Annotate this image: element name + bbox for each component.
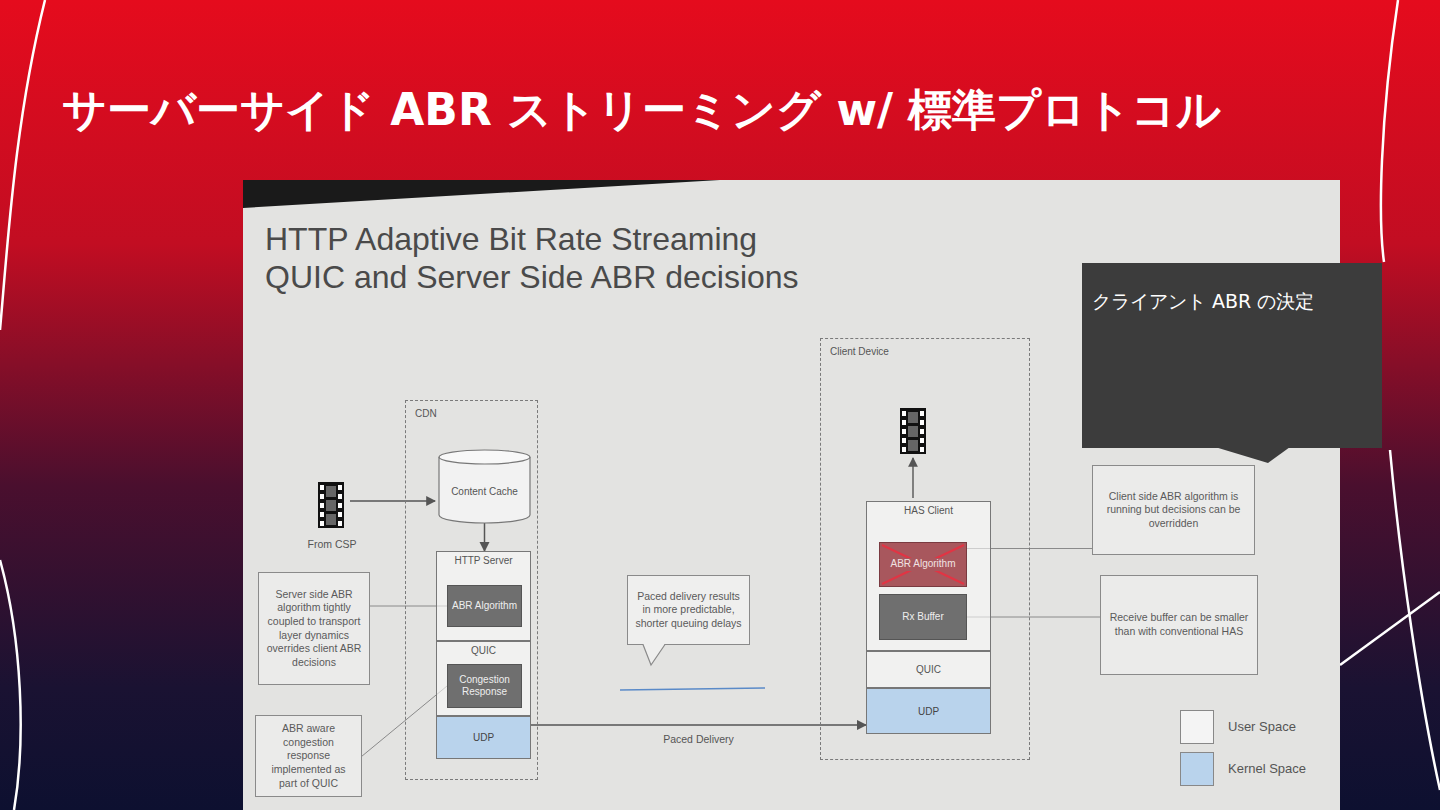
node-text: HAS Client [904,505,953,516]
caption-overlay: クライアント ABR の決定 [1082,263,1382,448]
deco-line [1340,592,1440,665]
speech-bubble: Paced delivery results in more predictab… [627,575,750,645]
tail-edge [643,645,665,666]
tail-fill [1215,447,1290,463]
page-title: サーバーサイド ABR ストリーミング w/ 標準プロトコル [62,84,1422,137]
photo-shadow [243,180,720,208]
film-icon [900,408,926,454]
output-arrow [912,458,913,498]
disabled-box: ABR Algorithm [879,542,967,587]
legend-text: Kernel Space [1228,761,1306,776]
cylinder-top [439,450,530,464]
kernel-band: UDP [866,688,991,734]
node-text: Client Device [830,346,889,357]
callout-box: ABR aware congestion response implemente… [255,715,362,797]
deco-curve [0,0,45,330]
node-text: Receive buffer can be smaller than with … [1107,611,1251,638]
cylinder-body [439,457,530,523]
callout-box: Server side ABR algorithm tightly couple… [258,572,370,685]
layer-box: HAS ClientABR Algorithm Rx Buffer [866,501,991,651]
part-label: From CSP [297,538,367,550]
deco-curve [1381,0,1398,262]
process-box: ABR Algorithm [447,585,522,627]
node-text: Client side ABR algorithm is running but… [1099,490,1248,531]
node-text: UDP [473,732,494,743]
legend-text: User Space [1228,719,1296,734]
callout-box: Client side ABR algorithm is running but… [1092,465,1255,555]
node-text: Congestion Response [451,674,518,699]
tail-fill [643,644,665,666]
process-box: Congestion Response [447,664,522,708]
callout-box: Receive buffer can be smaller than with … [1100,575,1258,675]
flow-arrow [531,724,866,726]
film-icon [318,482,344,528]
group-box: CDN Content CacheHTTP ServerABR Algorithm… [405,400,538,780]
node-text: CDN [415,408,437,419]
deco-curve [1390,450,1440,790]
cross-line [882,545,964,584]
node-text: HTTP Server [454,555,512,566]
node-text: UDP [918,706,939,717]
input-arrow [350,500,435,501]
node-text: クライアント ABR の決定 [1092,289,1314,315]
legend-swatch [1180,710,1214,744]
process-box: Rx Buffer [879,594,967,640]
legend-swatch [1180,752,1214,786]
cache-cylinder: Content Cache [438,449,531,523]
layer-box: QUIC [866,651,991,688]
node-text: QUIC [471,645,496,656]
layer-box: HTTP ServerABR Algorithm [436,551,531,641]
edge-label: Paced Delivery [660,733,737,745]
cross-line [882,545,964,584]
layer-box: QUIC Congestion Response [436,641,531,716]
flow-arrow [484,523,486,551]
node-text: Rx Buffer [902,611,944,624]
node-text: ABR aware congestion response implemente… [262,722,355,790]
node-text: ABR Algorithm [452,600,517,613]
deco-curve [0,560,21,810]
group-box: Client DeviceHAS ClientABR Algorithm Rx B… [820,338,1030,760]
node-text: QUIC [916,664,941,675]
paced-line [620,688,765,690]
node-text: Content Cache [451,476,518,497]
kernel-band: UDP [436,716,531,759]
node-text: ABR Algorithm [888,558,957,571]
node-text: Server side ABR algorithm tightly couple… [265,588,363,670]
node-text: Paced delivery results in more predictab… [634,590,743,631]
node-text: HTTP Adaptive Bit Rate Streaming QUIC an… [265,220,835,297]
